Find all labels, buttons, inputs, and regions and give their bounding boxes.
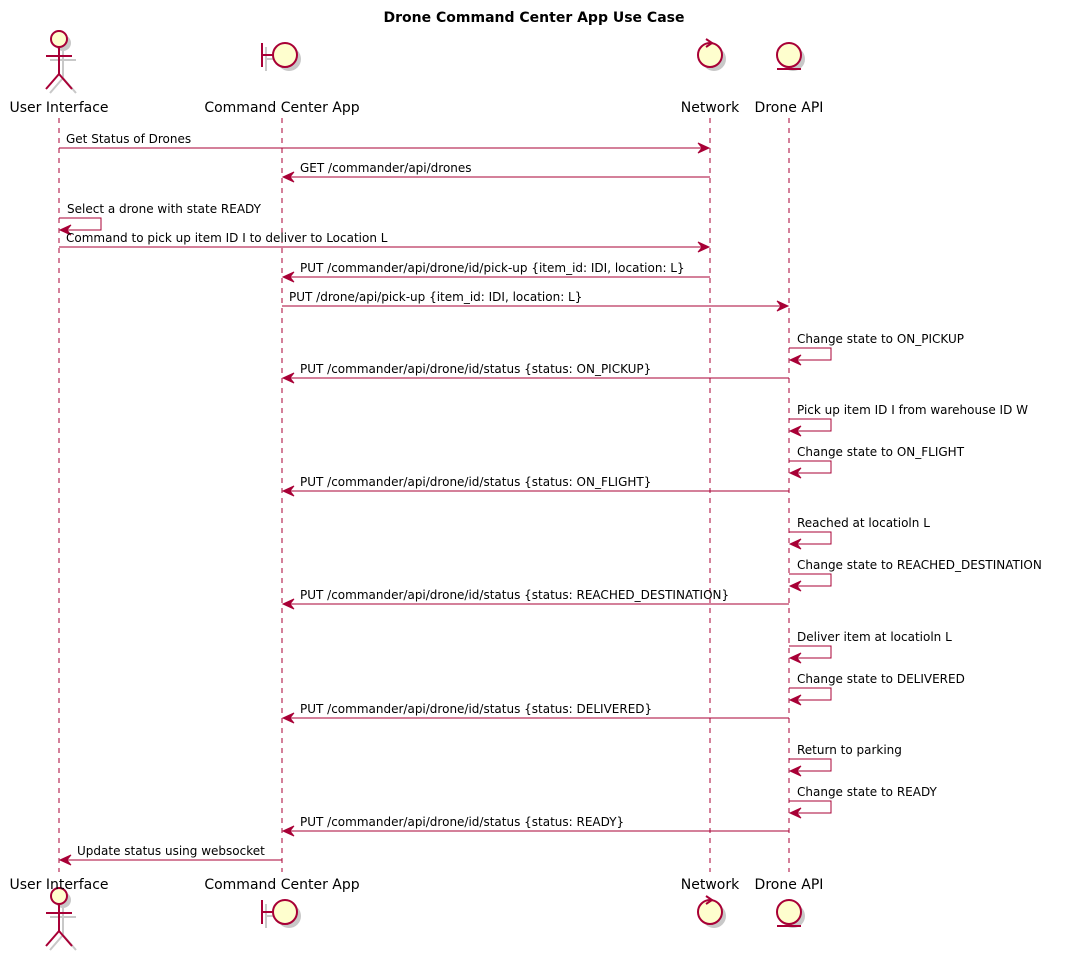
- self-message-line: [789, 418, 832, 432]
- message-13: Change state to REACHED_DESTINATION: [788, 558, 1042, 592]
- participant-label-net-top: Network: [681, 100, 740, 116]
- arrowhead-left: [58, 854, 72, 866]
- message-9: Pick up item ID I from warehouse ID W: [788, 403, 1028, 437]
- message-label: PUT /commander/api/drone/id/status {stat…: [300, 815, 624, 829]
- arrowhead-left: [788, 694, 802, 706]
- message-1: Get Status of Drones: [59, 132, 711, 154]
- message-8: PUT /commander/api/drone/id/status {stat…: [281, 362, 789, 384]
- participant-label-net-bottom: Network: [681, 877, 740, 893]
- participant-label-app-top: Command Center App: [204, 100, 359, 116]
- message-3: Select a drone with state READY: [58, 202, 262, 236]
- message-label: Change state to ON_FLIGHT: [797, 445, 965, 459]
- message-10: Change state to ON_FLIGHT: [788, 445, 965, 479]
- message-14: PUT /commander/api/drone/id/status {stat…: [281, 588, 789, 610]
- message-label: Update status using websocket: [77, 844, 265, 858]
- message-20: PUT /commander/api/drone/id/status {stat…: [281, 815, 789, 837]
- message-label: GET /commander/api/drones: [300, 161, 472, 175]
- message-label: Change state to ON_PICKUP: [797, 332, 964, 346]
- participant-label-ui-bottom: User Interface: [9, 877, 108, 893]
- boundary-icon: [261, 899, 301, 928]
- arrowhead-left: [281, 271, 295, 283]
- arrowhead-left: [58, 224, 72, 236]
- diagram-title: Drone Command Center App Use Case: [384, 10, 685, 26]
- message-label: Pick up item ID I from warehouse ID W: [797, 403, 1028, 417]
- message-label: Change state to DELIVERED: [797, 672, 965, 686]
- arrowhead-left: [788, 467, 802, 479]
- arrowhead-left: [788, 652, 802, 664]
- message-label: Change state to READY: [797, 785, 938, 799]
- arrowhead-left: [788, 807, 802, 819]
- arrowhead-left: [788, 538, 802, 550]
- message-12: Reached at locatioln L: [788, 516, 930, 550]
- message-4: Command to pick up item ID I to deliver …: [59, 231, 711, 253]
- self-message-line: [789, 347, 832, 361]
- self-message-line: [789, 687, 832, 701]
- message-label: PUT /commander/api/drone/id/status {stat…: [300, 588, 729, 602]
- arrowhead-left: [281, 712, 295, 724]
- message-label: Command to pick up item ID I to deliver …: [66, 231, 388, 245]
- arrowhead-left: [788, 765, 802, 777]
- arrowhead-left: [788, 425, 802, 437]
- self-message-line: [789, 645, 832, 659]
- message-5: PUT /commander/api/drone/id/pick-up {ite…: [281, 261, 710, 283]
- message-2: GET /commander/api/drones: [281, 161, 710, 183]
- entity-icon: [776, 42, 805, 71]
- message-label: Change state to REACHED_DESTINATION: [797, 558, 1042, 572]
- message-label: PUT /commander/api/drone/id/status {stat…: [300, 702, 652, 716]
- self-message-line: [789, 460, 832, 474]
- message-label: PUT /commander/api/drone/id/status {stat…: [300, 475, 651, 489]
- self-message-line: [59, 217, 102, 231]
- message-label: Deliver item at locatioln L: [797, 630, 952, 644]
- message-16: Change state to DELIVERED: [788, 672, 965, 706]
- message-label: Reached at locatioln L: [797, 516, 930, 530]
- arrowhead-left: [281, 825, 295, 837]
- participant-label-api-top: Drone API: [755, 100, 824, 116]
- message-7: Change state to ON_PICKUP: [788, 332, 964, 366]
- arrowhead-left: [281, 485, 295, 497]
- arrowhead-left: [281, 598, 295, 610]
- message-label: Select a drone with state READY: [67, 202, 262, 216]
- arrowhead-left: [788, 580, 802, 592]
- arrowhead-right: [697, 142, 711, 154]
- message-18: Return to parking: [788, 743, 902, 777]
- participant-label-app-bottom: Command Center App: [204, 877, 359, 893]
- boundary-icon: [261, 42, 301, 71]
- message-label: Get Status of Drones: [66, 132, 191, 146]
- participant-label-api-bottom: Drone API: [755, 877, 824, 893]
- control-icon: [697, 895, 726, 928]
- self-message-line: [789, 573, 832, 587]
- arrowhead-left: [281, 372, 295, 384]
- message-label: Return to parking: [797, 743, 902, 757]
- message-6: PUT /drone/api/pick-up {item_id: IDI, lo…: [282, 290, 790, 312]
- message-label: PUT /commander/api/drone/id/status {stat…: [300, 362, 651, 376]
- control-icon: [697, 38, 726, 71]
- self-message-line: [789, 531, 832, 545]
- arrowhead-right: [697, 241, 711, 253]
- arrowhead-left: [281, 171, 295, 183]
- message-label: PUT /commander/api/drone/id/pick-up {ite…: [300, 261, 685, 275]
- message-11: PUT /commander/api/drone/id/status {stat…: [281, 475, 789, 497]
- arrowhead-right: [776, 300, 790, 312]
- entity-icon: [776, 899, 805, 928]
- arrowhead-left: [788, 354, 802, 366]
- message-label: PUT /drone/api/pick-up {item_id: IDI, lo…: [289, 290, 582, 304]
- message-21: Update status using websocket: [58, 844, 282, 866]
- actor-icon: [45, 30, 77, 94]
- actor-icon: [45, 887, 77, 951]
- message-19: Change state to READY: [788, 785, 938, 819]
- message-17: PUT /commander/api/drone/id/status {stat…: [281, 702, 789, 724]
- self-message-line: [789, 800, 832, 814]
- message-15: Deliver item at locatioln L: [788, 630, 952, 664]
- participant-label-ui-top: User Interface: [9, 100, 108, 116]
- self-message-line: [789, 758, 832, 772]
